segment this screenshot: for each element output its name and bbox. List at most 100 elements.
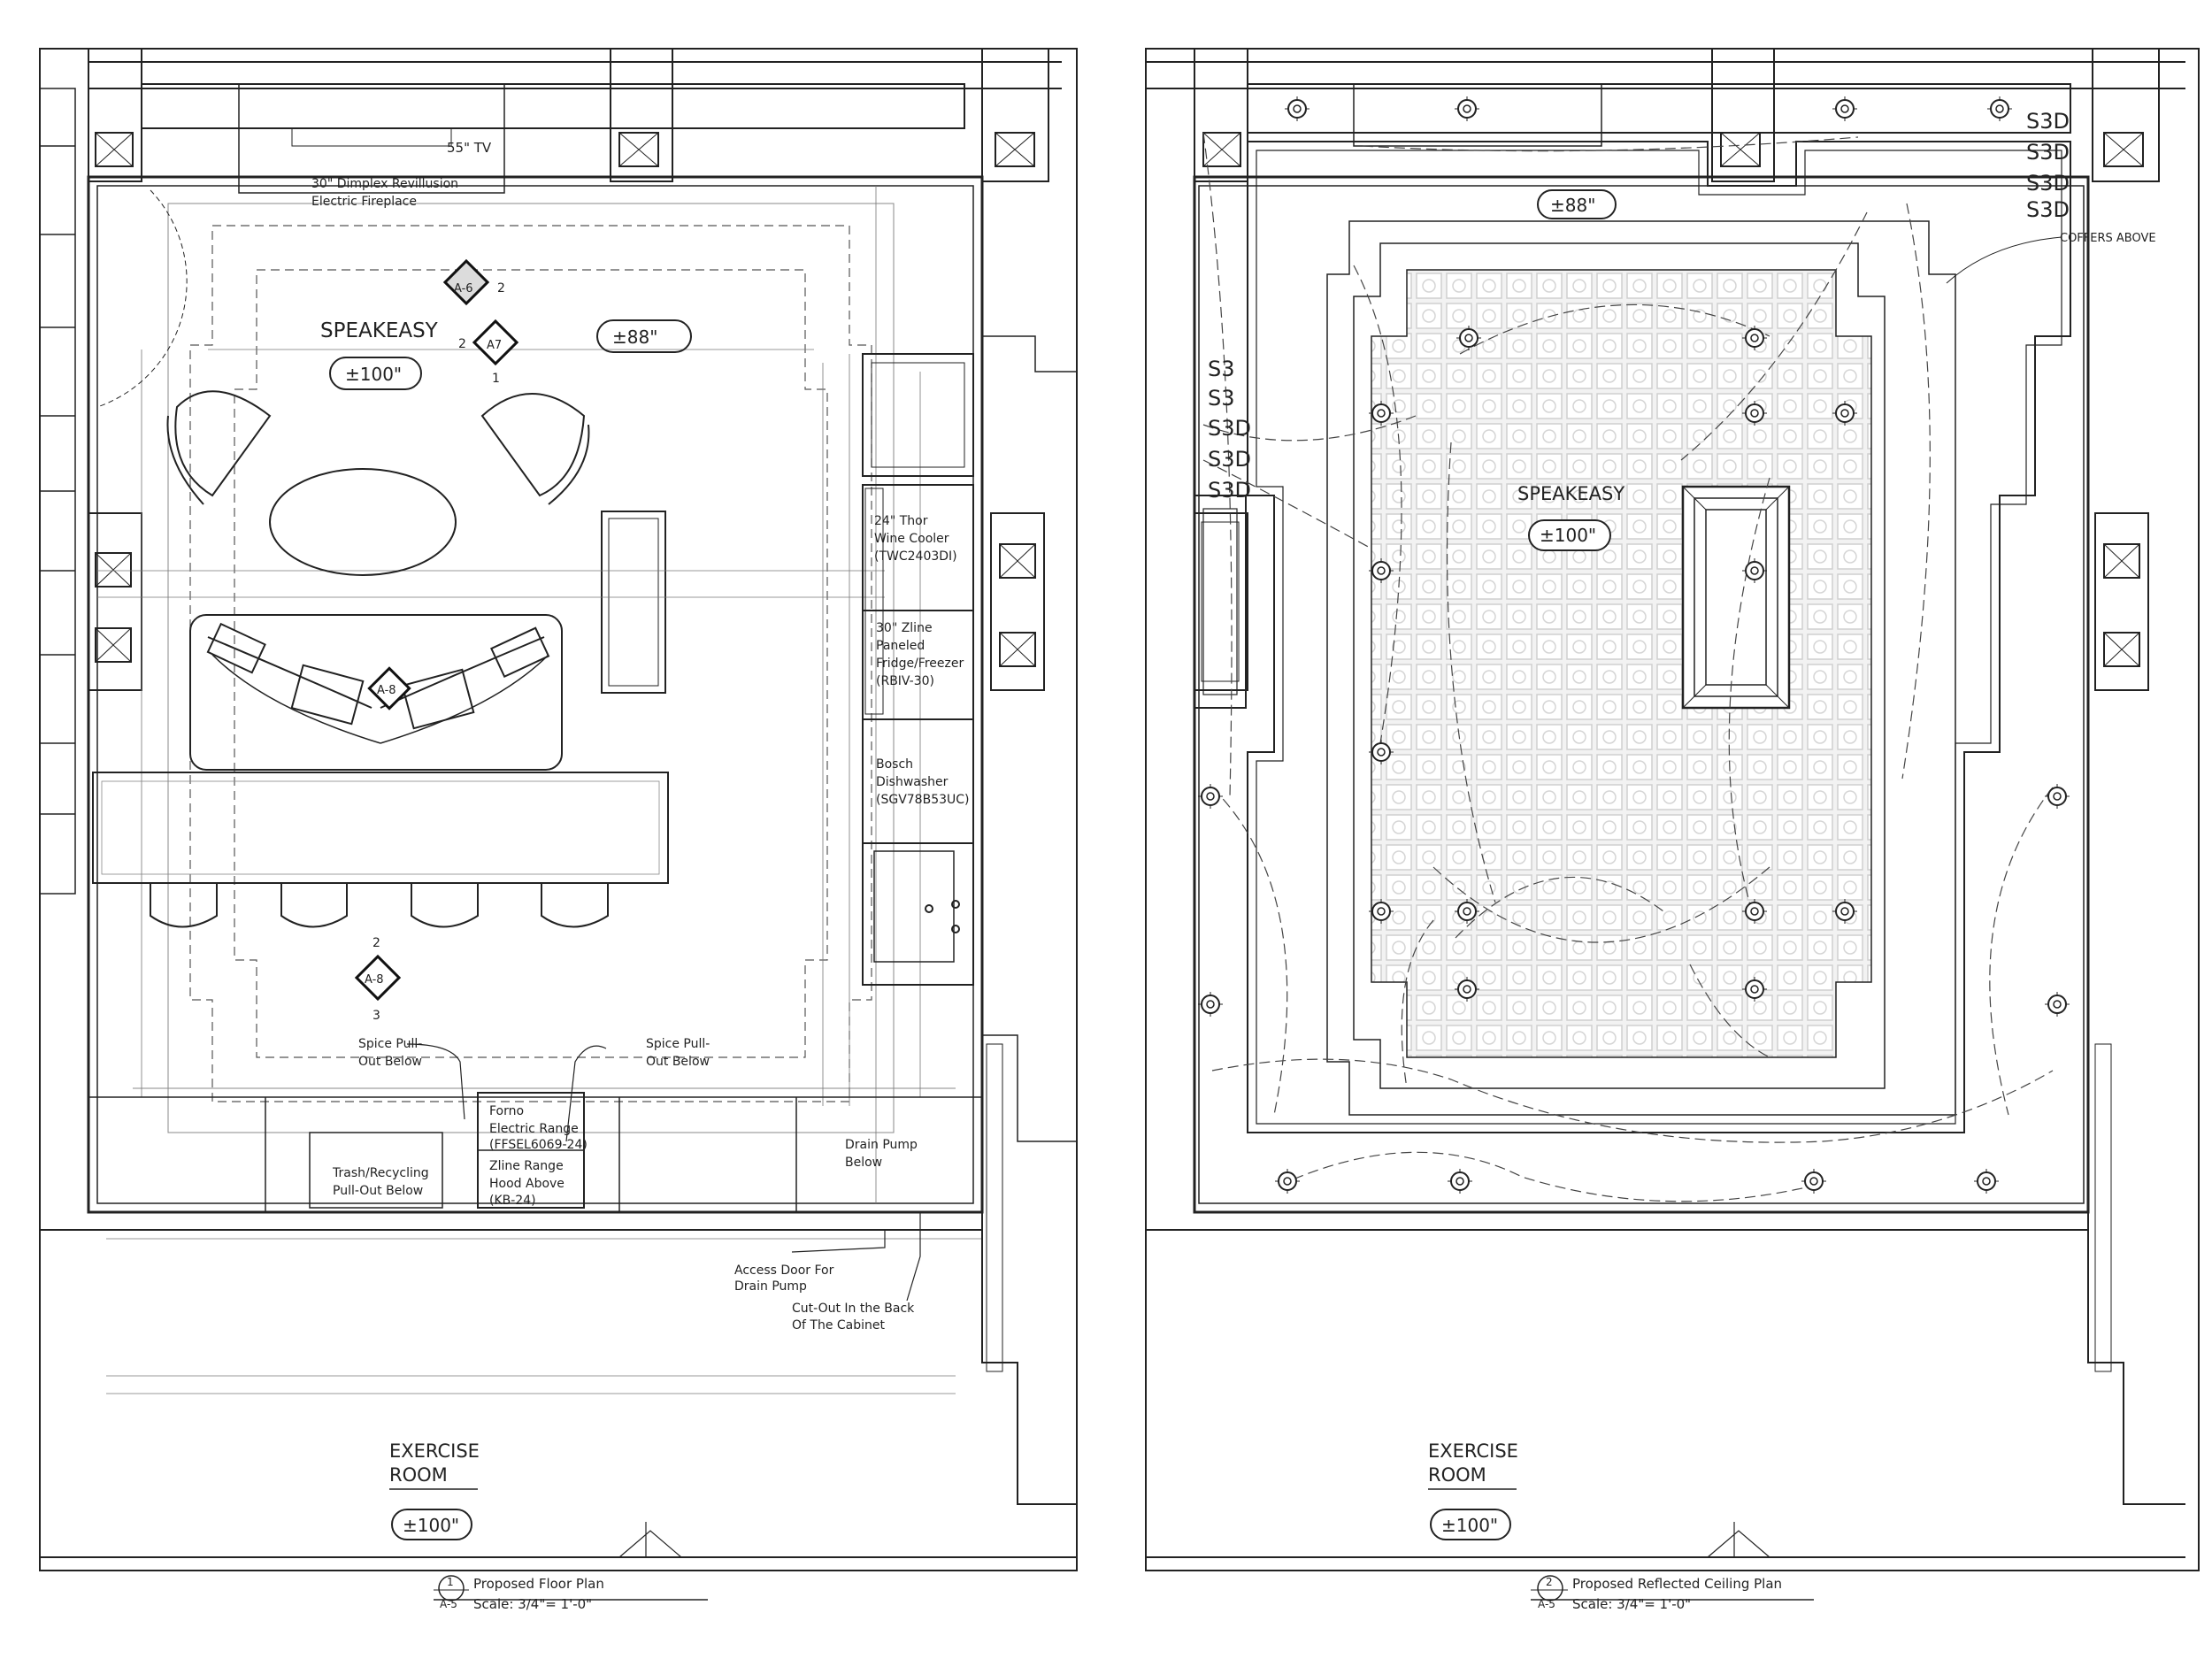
spice-left-line-2: Out Below (358, 1055, 422, 1069)
ceiling-plan-title: Proposed Reflected Ceiling Plan (1572, 1576, 1782, 1592)
base-cabinets (88, 1092, 983, 1213)
cutout-line-2: Of The Cabinet (792, 1318, 886, 1333)
fridge-line-3: Fridge/Freezer (876, 657, 964, 671)
recessed-light-icon (1369, 740, 1394, 764)
recessed-light-icon (1369, 558, 1394, 583)
floor-plan-labels: 55" TV 30" Dimplex Revillusion Electric … (311, 140, 970, 1612)
hood-line-2: Hood Above (489, 1177, 565, 1191)
recessed-light-icon (1455, 977, 1479, 1002)
dishwasher-line-1: Bosch (876, 757, 913, 772)
tv-label: 55" TV (447, 140, 492, 156)
recessed-light-icon (1801, 1169, 1826, 1194)
sofa (189, 614, 563, 771)
elevation-tag-a8-upper (367, 666, 411, 710)
ceiling-plan-labels: ±88" SPEAKEASY ±100" S3D S3D S3D S3D COF… (1208, 109, 2156, 1612)
dishwasher-line-2: Dishwasher (876, 775, 949, 789)
recessed-light-icon (1369, 401, 1394, 426)
left-windows (39, 88, 76, 895)
ceiling-plan (1145, 48, 2200, 1601)
coffee-table (269, 468, 457, 576)
hood-line-3: (KB-24) (489, 1194, 536, 1208)
switch-left-2: S3 (1208, 386, 1235, 411)
cutout-line-1: Cut-Out In the Back (792, 1302, 915, 1316)
ceiling-soffit-height: ±88" (1550, 195, 1595, 216)
recessed-light-icon (1832, 899, 1857, 924)
recessed-light-icon (1742, 558, 1767, 583)
recessed-light-icon (1455, 96, 1479, 121)
floor-plan-scale: Scale: 3/4"= 1'-0" (473, 1596, 592, 1612)
switch-left-5: S3D (1208, 478, 1251, 503)
ceiling-plan-sheet: A-5 (1538, 1598, 1555, 1610)
exercise-room-line-2: ROOM (389, 1464, 448, 1486)
speakeasy-title: SPEAKEASY (320, 319, 439, 342)
floor-plan-sheet: A-5 (440, 1598, 457, 1610)
ceiling-plan-scale: Scale: 3/4"= 1'-0" (1572, 1596, 1691, 1612)
ceiling-speakeasy-title: SPEAKEASY (1517, 483, 1624, 504)
fridge-line-2: Paneled (876, 639, 925, 653)
range-line-3: (FFSEL6069-24) (489, 1138, 588, 1152)
recessed-light-icon (1198, 784, 1223, 809)
recessed-light-icon (2045, 784, 2070, 809)
fridge-line-1: 30" Zline (876, 621, 933, 635)
recessed-light-icon (1987, 96, 2012, 121)
recessed-light-icon (1369, 899, 1394, 924)
recessed-light-icon (1275, 1169, 1300, 1194)
armchair-right (480, 393, 590, 505)
wine-cooler-line-2: Wine Cooler (874, 532, 949, 546)
hood-line-1: Zline Range (489, 1159, 564, 1173)
bar-stools (150, 883, 609, 928)
recessed-light-icon (1974, 1169, 1999, 1194)
elevation-tag-a6-num: 2 (497, 281, 505, 296)
switch-top-3: S3D (2026, 171, 2070, 196)
drain-pump-line-2: Below (845, 1156, 882, 1170)
elevation-tag-a7-num: 2 (458, 337, 466, 351)
speakeasy-height: ±100" (345, 364, 402, 385)
recessed-light-icon (1448, 1169, 1472, 1194)
ceiling-exercise-room-height: ±100" (1441, 1515, 1498, 1536)
recessed-lights (1198, 96, 2070, 1194)
recessed-light-icon (1742, 977, 1767, 1002)
range-line-1: Forno (489, 1104, 524, 1118)
fireplace-label-1: 30" Dimplex Revillusion (311, 177, 458, 191)
spice-left-line-1: Spice Pull- (358, 1037, 422, 1051)
recessed-light-icon (1832, 96, 1857, 121)
recessed-light-icon (1285, 96, 1310, 121)
trash-line-2: Pull-Out Below (333, 1184, 423, 1198)
switch-left-3: S3D (1208, 416, 1251, 441)
coffers-above-label: COFFERS ABOVE (2060, 232, 2156, 245)
fridge-line-4: (RBIV-30) (876, 674, 934, 688)
floor-plan-number: 1 (447, 1576, 454, 1588)
access-door-line-2: Drain Pump (734, 1279, 807, 1294)
recessed-light-icon (2045, 992, 2070, 1017)
elevation-tag-a7 (472, 319, 519, 366)
ceiling-exercise-room-line-1: EXERCISE (1428, 1440, 1518, 1462)
exercise-room-height: ±100" (403, 1515, 459, 1536)
ceiling-speakeasy-height: ±100" (1540, 525, 1596, 546)
recessed-light-icon (1742, 401, 1767, 426)
recessed-light-icon (1455, 899, 1479, 924)
armchair-left (166, 390, 272, 505)
recessed-light-icon (1832, 401, 1857, 426)
elevation-tag-a8-lower-num: 2 (373, 936, 380, 950)
spice-right-line-2: Out Below (646, 1055, 710, 1069)
drain-pump-line-1: Drain Pump (845, 1138, 918, 1152)
range-line-2: Electric Range (489, 1122, 579, 1136)
elevation-tag-a8-lower-extra: 3 (373, 1009, 380, 1023)
wine-cooler-line-3: (TWC2403DI) (874, 549, 957, 564)
elevation-tag-a7-label: A7 (487, 339, 502, 352)
switch-top-4: S3D (2026, 197, 2070, 222)
soffit-height: ±88" (612, 326, 657, 348)
lighting-circuits (1202, 132, 2054, 1202)
elevation-tag-a6-label: A-6 (454, 282, 473, 296)
elevation-tag-a8-lower (354, 954, 402, 1002)
recessed-light-icon (1742, 326, 1767, 350)
recessed-light-icon (1198, 992, 1223, 1017)
elevation-tags (354, 258, 519, 1002)
exercise-room-line-1: EXERCISE (389, 1440, 480, 1462)
elevation-tag-a6 (442, 258, 490, 306)
floor-plan-title: Proposed Floor Plan (473, 1576, 604, 1592)
coffer-grid (1371, 269, 1872, 1058)
fireplace-label-2: Electric Fireplace (311, 195, 417, 209)
appliance-wall (862, 353, 974, 986)
